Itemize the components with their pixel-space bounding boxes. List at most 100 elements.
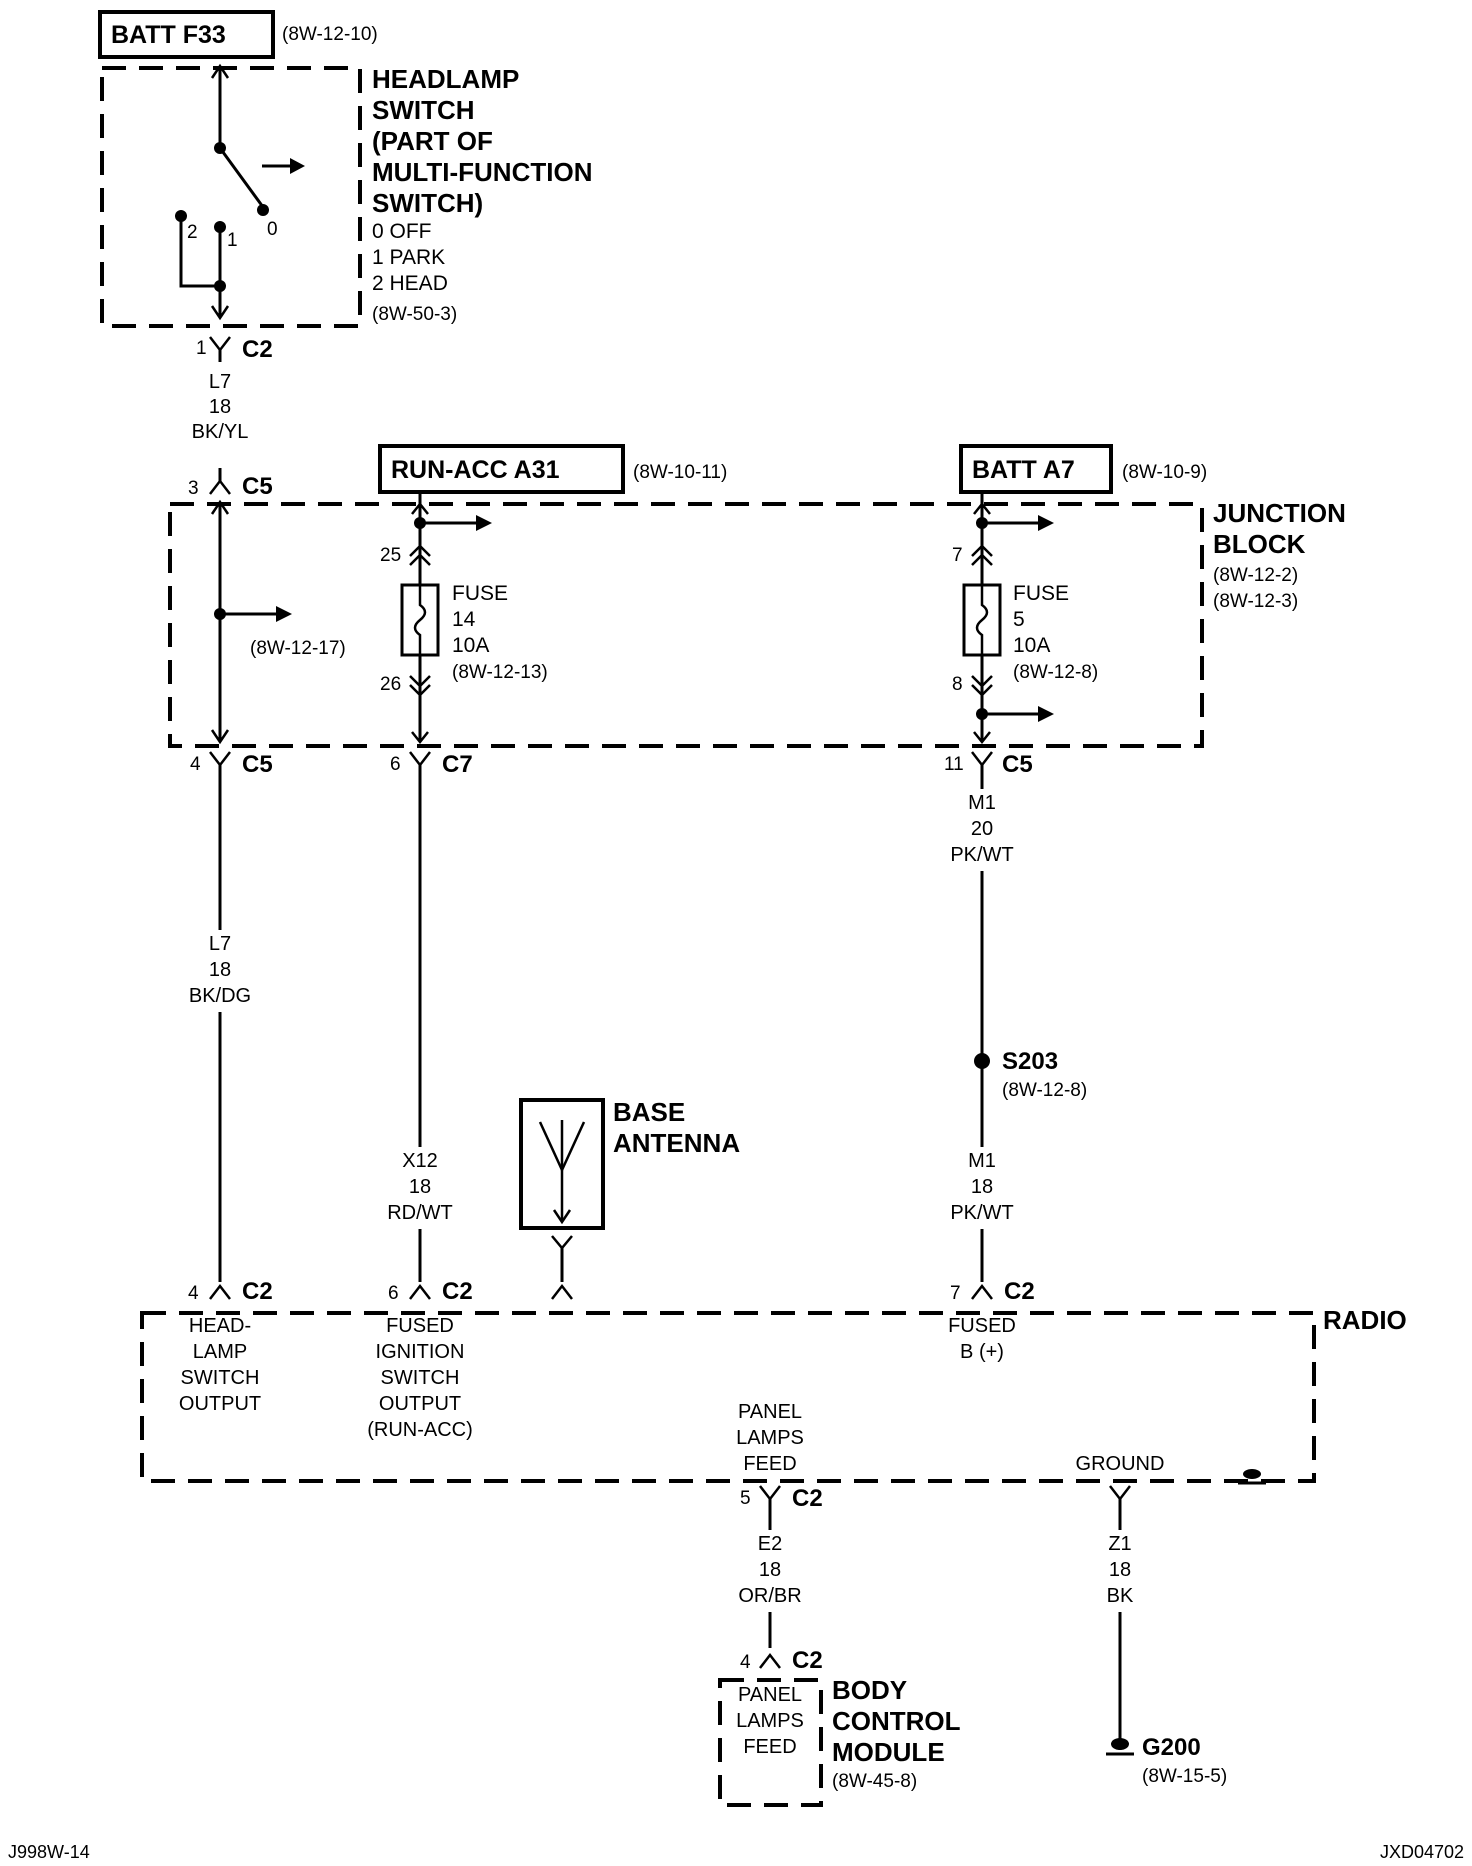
- ground-g200: G200 (8W-15-5): [1106, 1734, 1227, 1787]
- jb-in-pin: 3: [188, 478, 199, 499]
- wire-color: BK/YL: [192, 421, 249, 443]
- radio-pin-label: IGNITION: [376, 1341, 465, 1363]
- radio-panel-feed-label: FEED: [743, 1453, 796, 1475]
- radio-pin-label: HEAD-: [189, 1315, 251, 1337]
- radio-panel-feed-label: PANEL: [738, 1401, 802, 1423]
- base-antenna: BASE ANTENNA: [519, 1097, 740, 1282]
- jb-splice-ref: (8W-12-17): [250, 638, 346, 659]
- contact-label-2: 2: [187, 222, 198, 243]
- connector-name: C2: [242, 336, 273, 363]
- wire-x12-label: X12 18 RD/WT: [385, 1147, 455, 1229]
- bcm-inner-label: LAMPS: [736, 1710, 804, 1732]
- fuse-14: 25 26 FUSE 14 10A (8W-12-13): [380, 492, 548, 745]
- junction-block-ref-1: (8W-12-2): [1213, 565, 1298, 586]
- wire-circuit: Z1: [1108, 1533, 1131, 1555]
- wire-gauge: 18: [209, 396, 231, 418]
- connector-name: C5: [242, 751, 273, 778]
- connector-name: C2: [242, 1278, 273, 1305]
- radio-panel-feed-label: LAMPS: [736, 1427, 804, 1449]
- headlamp-switch-ref: (8W-50-3): [372, 304, 457, 325]
- bcm-title-1: BODY: [832, 1675, 907, 1705]
- wire-color: BK/DG: [189, 985, 251, 1007]
- run-acc-a31-box: [378, 444, 625, 494]
- contact-0: [257, 204, 269, 216]
- fuse-5-in-pin: 7: [952, 545, 963, 566]
- connector-name: C2: [792, 1647, 823, 1674]
- run-acc-a31-label: RUN-ACC A31: [391, 456, 560, 484]
- wire-color: PK/WT: [950, 844, 1013, 866]
- radio: 4 C2 6 C2 7 C2 RADIO HEAD- LAMP SWITCH O…: [140, 1278, 1407, 1485]
- connector-name: C2: [442, 1278, 473, 1305]
- headlamp-switch-title-5: SWITCH): [372, 188, 483, 218]
- radio-pin-label: OUTPUT: [179, 1393, 261, 1415]
- bcm-inner-label: PANEL: [738, 1684, 802, 1706]
- batt-f33-box: [98, 10, 275, 59]
- radio-pin-label: SWITCH: [381, 1367, 460, 1389]
- ground-name: G200: [1142, 1734, 1201, 1761]
- radio-c2-pin6: 6 C2: [388, 1278, 473, 1305]
- splice-name: S203: [1002, 1048, 1058, 1075]
- radio-pin-label: LAMP: [193, 1341, 247, 1363]
- wire-gauge: 18: [409, 1176, 431, 1198]
- wire-circuit: X12: [402, 1150, 438, 1172]
- headlamp-position-off: 0 OFF: [372, 220, 432, 243]
- radio-pin-label: OUTPUT: [379, 1393, 461, 1415]
- bcm-title-3: MODULE: [832, 1737, 945, 1767]
- bcm-ref: (8W-45-8): [832, 1771, 917, 1792]
- bcm-title-2: CONTROL: [832, 1706, 961, 1736]
- jb-out-c5-pin11: 11 C5: [944, 751, 1033, 778]
- fuse-5: 7 8 FUSE 5 10A (8W-12-8): [952, 492, 1098, 745]
- connector-c2-pin1: 1 C2: [196, 336, 273, 363]
- wire-color: PK/WT: [950, 1202, 1013, 1224]
- junction-block-title-2: BLOCK: [1213, 529, 1306, 559]
- fuse-5-label-1: FUSE: [1013, 582, 1069, 605]
- footer-right-code: JXD04702: [1380, 1842, 1464, 1862]
- connector-pin: 1: [196, 338, 207, 359]
- wire-color: OR/BR: [738, 1585, 801, 1607]
- bcm-dashed-box: [718, 1678, 823, 1807]
- wire-m1-upper-label: M1 20 PK/WT: [945, 789, 1019, 871]
- radio-c2-pin5: 5 C2: [740, 1485, 823, 1648]
- batt-a7-box: [959, 444, 1113, 494]
- connector-pin: 5: [740, 1488, 751, 1509]
- bcm-inner-label: FEED: [743, 1736, 796, 1758]
- antenna-title-1: BASE: [613, 1097, 685, 1127]
- splice-dot: [974, 1053, 990, 1069]
- fuse-14-out-pin: 26: [380, 674, 401, 695]
- wire-gauge: 18: [759, 1559, 781, 1581]
- jb-out-c7-pin6: 6 C7: [390, 751, 473, 778]
- connector-name: C2: [1004, 1278, 1035, 1305]
- wire-e2-label: E2 18 OR/BR: [735, 1530, 805, 1612]
- wire-circuit: L7: [209, 371, 231, 393]
- headlamp-switch-title-3: (PART OF: [372, 126, 493, 156]
- wire-circuit: E2: [758, 1533, 782, 1555]
- headlamp-switch-dashed-box: [100, 66, 362, 328]
- radio-pin-label: FUSED: [386, 1315, 454, 1337]
- case-ground-icon: [1238, 1469, 1266, 1485]
- connector-pin: 4: [190, 754, 201, 775]
- headlamp-switch-title-1: HEADLAMP: [372, 64, 519, 94]
- batt-a7-ref: (8W-10-9): [1122, 462, 1207, 483]
- radio-c2-pin7: 7 C2: [950, 1278, 1035, 1305]
- fuse-14-label-2: 14: [452, 608, 476, 631]
- connector-name: C7: [442, 751, 473, 778]
- connector-pin: 6: [390, 754, 401, 775]
- headlamp-switch: BATT F33 (8W-12-10) HEADLAMP SWITCH (PAR…: [98, 10, 592, 328]
- antenna-box: [519, 1098, 605, 1230]
- connector-pin: 4: [740, 1652, 751, 1673]
- wire-gauge: 18: [209, 959, 231, 981]
- ground-ref: (8W-15-5): [1142, 1766, 1227, 1787]
- junction-block-dashed-box: [168, 502, 1204, 748]
- connector-pin: 7: [950, 1283, 961, 1304]
- connector-pin: 11: [944, 754, 964, 775]
- wire-gauge: 20: [971, 818, 993, 840]
- wire-circuit: M1: [968, 1150, 996, 1172]
- radio-antenna-connector: [551, 1283, 573, 1300]
- headlamp-position-head: 2 HEAD: [372, 272, 448, 295]
- jb-in-connector: C5: [242, 473, 273, 500]
- fuse-5-label-4: (8W-12-8): [1013, 662, 1098, 683]
- fuse-14-label-4: (8W-12-13): [452, 662, 548, 683]
- headlamp-switch-title-4: MULTI-FUNCTION: [372, 157, 592, 187]
- connector-name: C5: [1002, 751, 1033, 778]
